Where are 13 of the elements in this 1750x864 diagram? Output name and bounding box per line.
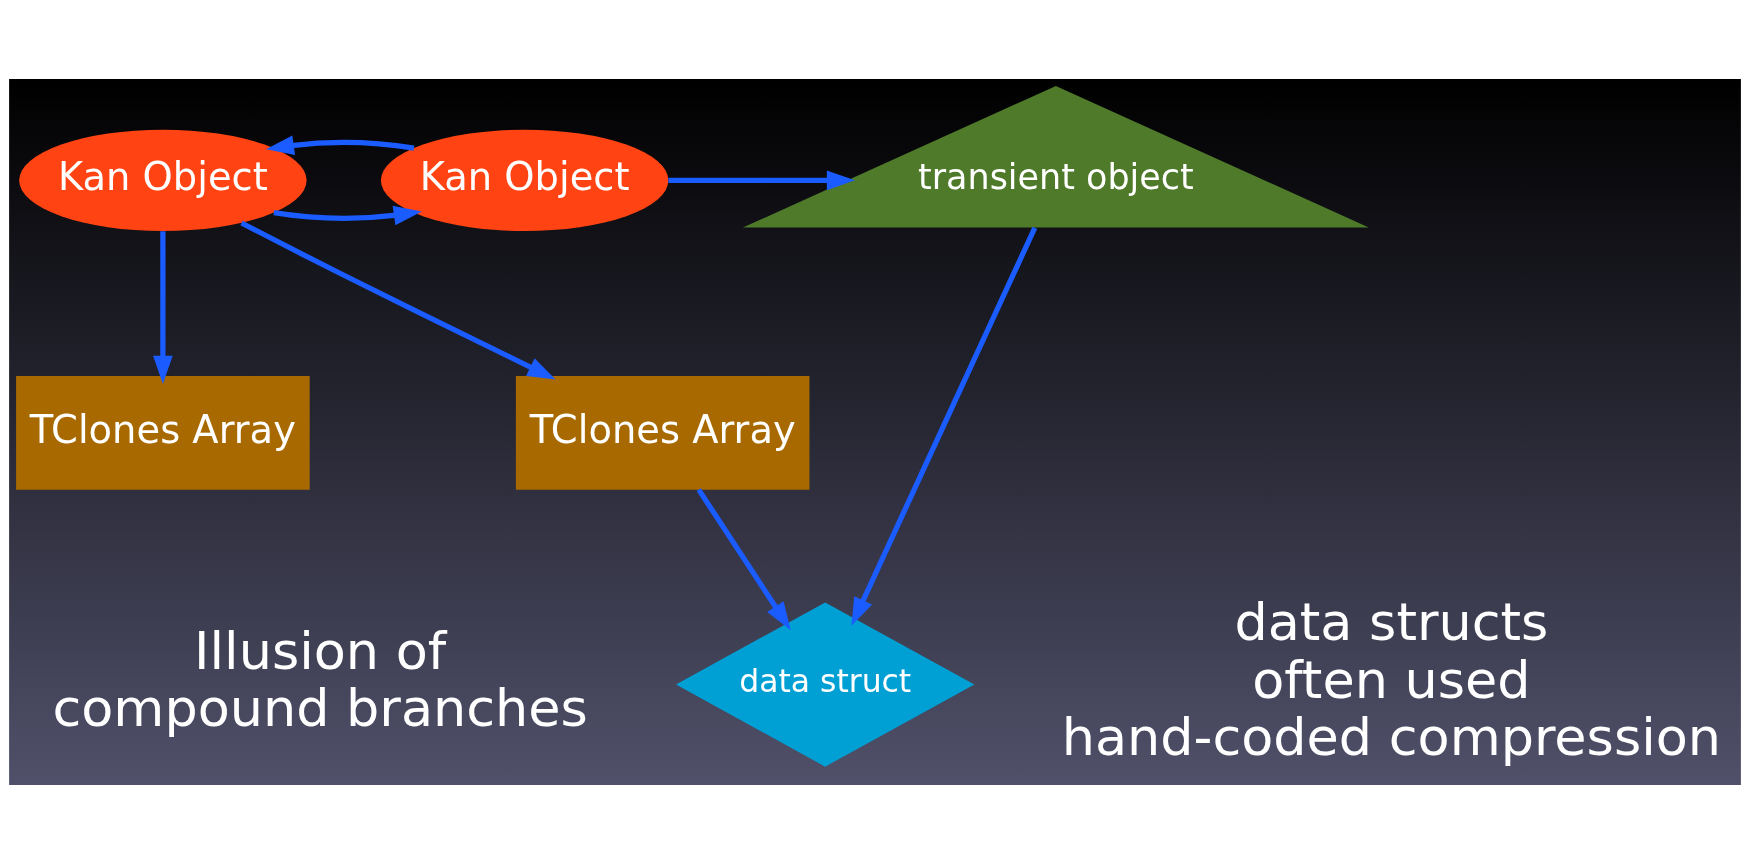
arrow (851, 226, 1038, 626)
arrow (668, 170, 855, 191)
arrow (696, 488, 791, 631)
node-ellipse: Kan Object (19, 129, 307, 232)
arrow (273, 205, 422, 226)
node-box: TClones Array (16, 376, 310, 490)
label: Illusion of compound branches (52, 619, 588, 739)
label: data structs often used hand-coded compression (1061, 590, 1722, 768)
arrow (265, 135, 415, 155)
arrow (153, 231, 173, 384)
node-box: TClones Array (515, 376, 810, 490)
node-ellipse: Kan Object (380, 129, 669, 232)
arrow (240, 220, 556, 380)
